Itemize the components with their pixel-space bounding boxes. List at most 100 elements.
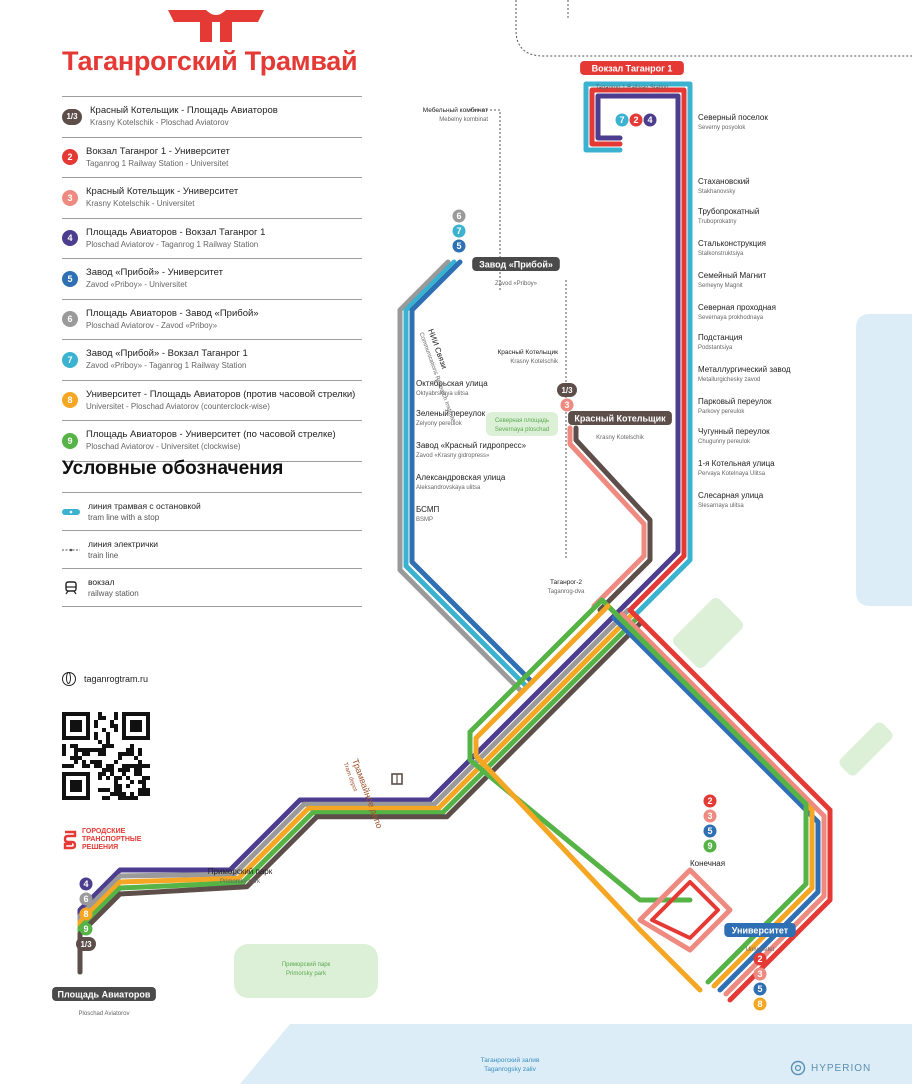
line-konechnaya-loop [637,867,733,953]
badge-konechnaya-0: 2 [703,794,717,808]
route-name-ru: Завод «Прибой» - Вокзал Таганрог 1 [86,348,248,360]
operator-line-3: РЕШЕНИЯ [82,844,119,851]
terminal-universitet[interactable]: Университет [724,923,796,937]
route-name-en: Taganrog 1 Railway Station - Universitet [86,158,229,168]
badge-konechnaya-1: 3 [703,809,717,823]
legend-label-en: railway station [88,588,139,598]
svg-text:2: 2 [633,115,638,125]
route-name-en: Universitet - Ploschad Aviatorov (counte… [86,401,270,411]
svg-text:8: 8 [83,909,88,919]
operator-logo-icon [63,830,77,850]
terminal-vokzal[interactable]: Вокзал Таганрог 1 [580,61,684,75]
svg-text:Podstantsiya: Podstantsiya [698,345,733,351]
svg-text:БСМП: БСМП [416,505,440,514]
svg-text:Slesarnaya ulitsa: Slesarnaya ulitsa [698,503,744,509]
svg-text:5: 5 [456,241,461,251]
badge-konechnaya-2: 5 [703,824,717,838]
badge-aviatorov-2: 8 [79,907,93,921]
svg-text:1/3: 1/3 [561,386,573,395]
svg-text:Октябрьская улица: Октябрьская улица [416,379,488,388]
website-link[interactable]: taganrogtram.ru [62,672,148,686]
terminal-kotelschik[interactable]: Красный Котельщик [568,411,672,425]
badge-universitet-0: 2 [753,952,767,966]
svg-text:9: 9 [83,924,88,934]
badge-kotelschik-0: 1/3 [557,383,577,397]
route-name-en: Zavod «Priboy» - Universitet [86,280,187,290]
svg-text:Ploschad Aviatorov: Ploschad Aviatorov [79,1011,130,1017]
route-name-ru: Завод «Прибой» - Университет [86,267,223,279]
terminal-aviatorov[interactable]: Площадь Авиаторов [52,987,156,1001]
qr-code[interactable] [62,712,150,800]
legend-label-ru: вокзал [88,576,115,587]
svg-text:2: 2 [707,796,712,806]
line-9-trunk [77,616,640,975]
svg-text:Семейный Магнит: Семейный Магнит [698,271,767,280]
route-name-ru: Площадь Авиаторов - Университет (по часо… [86,429,336,441]
sea-label-ru: Таганрогский залив [480,1057,540,1064]
svg-text:Трубопрокатный: Трубопрокатный [698,207,759,216]
train-line-icon [62,547,80,553]
legend-label-en: train line [88,550,119,560]
tram-logo-icon [168,10,264,42]
route-name-en: Zavod «Priboy» - Taganrog 1 Railway Stat… [86,361,247,371]
railway-station-icon [62,580,80,595]
route-name-en: Ploschad Aviatorov - Zavod «Priboy» [86,320,218,330]
svg-text:Stalkonstruktsiya: Stalkonstruktsiya [698,251,744,257]
svg-text:Подстанция: Подстанция [698,333,743,342]
svg-text:Приморский парк: Приморский парк [282,961,331,968]
svg-text:3: 3 [757,969,762,979]
badge-aviatorov-1: 6 [79,892,93,906]
line-7-loop-w [583,81,639,153]
svg-text:Александровская улица: Александровская улица [416,473,506,482]
route-badge: 8 [62,392,78,409]
sea-label: Таганрогский залив Taganrogsky zaliv [440,1056,580,1074]
svg-text:BSMP: BSMP [416,517,433,523]
svg-text:8: 8 [757,999,762,1009]
globe-icon [62,672,76,686]
svg-text:Приморский парк: Приморский парк [208,867,273,876]
route-name-ru: Вокзал Таганрог 1 - Университет [86,145,230,157]
svg-text:3: 3 [564,400,569,410]
legend-label-ru: линия трамвая с остановкой [88,500,201,511]
svg-text:Severnaya prokhodnaya: Severnaya prokhodnaya [698,315,764,321]
svg-text:Zavod «Krasny gidropress»: Zavod «Krasny gidropress» [416,453,490,459]
svg-text:7: 7 [619,115,624,125]
line-5-east [611,615,821,993]
svg-text:9: 9 [707,841,712,851]
line-2-loop [627,87,687,613]
operator-logo: ГОРОДСКИЕ ТРАНСПОРТНЫЕ РЕШЕНИЯ [62,828,141,852]
station-3-west: Завод «Красный гидропресс»Zavod «Krasny … [416,441,527,459]
route-badge: 3 [62,189,78,206]
svg-text:6: 6 [83,894,88,904]
svg-text:Zavod «Priboy»: Zavod «Priboy» [495,281,538,287]
svg-text:Krasny Kotelschik: Krasny Kotelschik [596,435,645,441]
primorsky-park-area [234,944,378,998]
svg-text:Truboprokatny: Truboprokatny [698,219,736,225]
route-name-en: Krasny Kotelschik - Universitet [86,199,195,209]
svg-text:3: 3 [707,811,712,821]
badge-vokzal-2: 4 [643,113,657,127]
svg-text:1/3: 1/3 [80,940,92,949]
svg-text:Severny posyolok: Severny posyolok [698,125,746,131]
terminal-priboy[interactable]: Завод «Прибой» [472,257,560,271]
svg-text:4: 4 [647,115,652,125]
terminal-vokzal-en: Taganrog 1 Railway Station [595,85,668,91]
route-name-ru: Площадь Авиаторов - Вокзал Таганрог 1 [86,226,266,238]
svg-text:Чугунный переулок: Чугунный переулок [698,427,770,436]
svg-text:7: 7 [456,226,461,236]
badge-universitet-3: 8 [753,997,767,1011]
station-markers: Вокзал Таганрог 1 Завод «Прибой» Красный К… [52,61,796,1011]
line-1-3-trunk [77,620,644,975]
operator-line-1: ГОРОДСКИЕ [82,828,126,835]
